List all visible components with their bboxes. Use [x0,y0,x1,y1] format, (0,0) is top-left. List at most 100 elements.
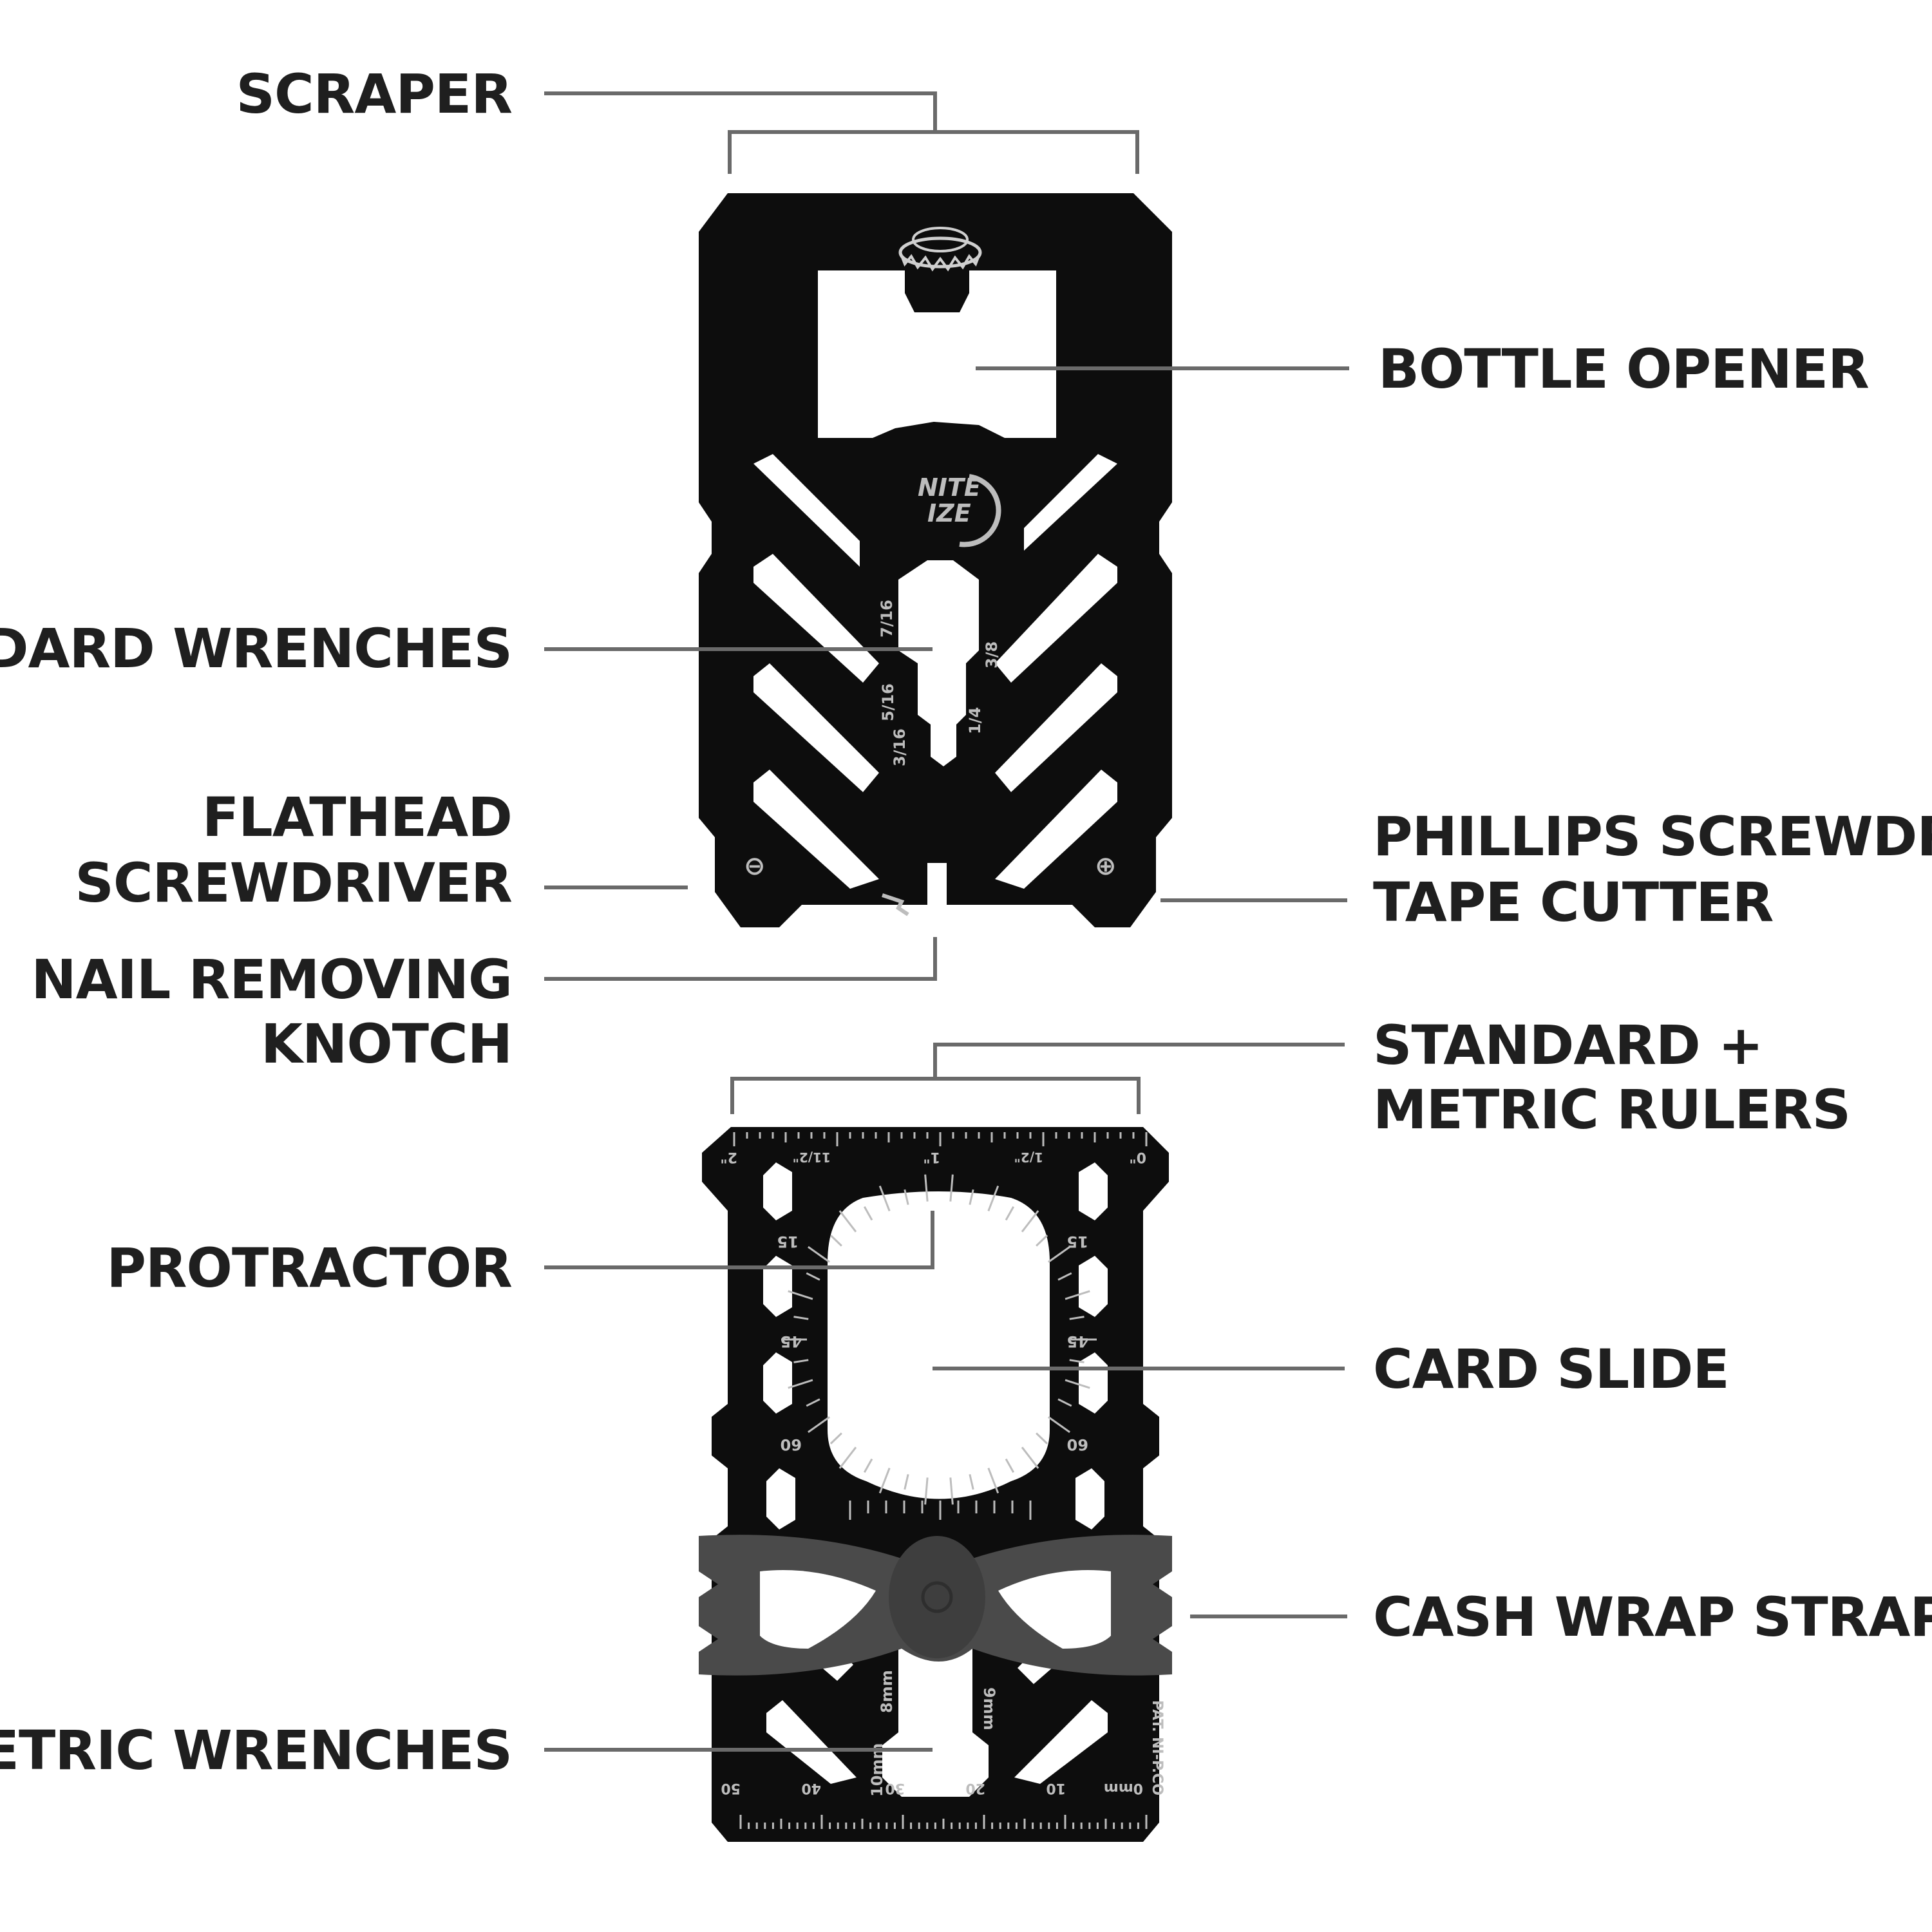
protractor-tick [793,1359,809,1363]
protractor-tick [987,1185,999,1211]
mm-mark-20: 20 [965,1780,985,1796]
protractor-tick [904,1189,909,1206]
protractor-tick [949,1477,954,1505]
protractor-tick [924,1174,929,1202]
wrench-10mm: 10mm [868,1743,886,1797]
card-slide-window [828,1191,1050,1499]
protractor-tick [987,1468,999,1494]
protractor-tick [1048,1416,1070,1434]
label-rulers-line-2: METRIC RULERS [1373,1078,1850,1141]
patent-mark: PAT. NI-P.CO [1149,1700,1165,1795]
phillips-plus-icon: ⊕ [1095,851,1117,881]
protractor-tick [969,1473,974,1490]
label-card-slide: CARD SLIDE [1373,1338,1729,1401]
protractor-tick [1065,1379,1090,1389]
protractor-tick [1005,1458,1015,1473]
protractor-tick [878,1468,891,1494]
protractor-tick [1069,1359,1084,1363]
protractor-tick [1036,1432,1048,1444]
callout-labels: SCRAPER BOTTLE OPENER STANDARD WRENCHES … [0,62,1932,1782]
top-inch-ruler [733,1132,1148,1146]
leader-protractor [544,1211,934,1269]
inch-mark-0: 0" [1129,1149,1146,1165]
leader-scraper [544,91,1139,174]
protractor-tick [924,1477,929,1505]
label-metric-wrenches: METRIC WRENCHES [0,1719,512,1782]
mm-mark-0: 0mm [1104,1780,1143,1796]
protractor-tick [1021,1446,1039,1469]
bottom-metric-ruler [739,1815,1148,1829]
mm-mark-50: 50 [721,1780,741,1796]
angle-60-right: 60 [1067,1435,1088,1454]
inch-mark-half: 1/2" [1014,1150,1043,1165]
protractor-tick [806,1272,820,1281]
protractor-tick [1069,1316,1084,1320]
label-standard-wrenches: STANDARD WRENCHES [0,617,512,680]
mm-mark-10: 10 [1046,1780,1066,1796]
leader-nail [544,937,937,981]
protractor-tick [949,1174,954,1202]
leader-rulers [730,1043,1345,1114]
label-scraper: SCRAPER [236,62,512,126]
nail-icon [882,893,909,916]
standard-wrench-cutout [898,560,979,766]
top-multitool: NITE IZE 7/16 3/8 5/16 1/4 3/16 ⊖ ⊕ [699,193,1172,927]
mm-mark-30: 30 [885,1780,905,1796]
protractor-tick [788,1290,813,1300]
label-flathead-line-2: SCREWDRIVER [75,851,512,914]
label-nail-line-2: KNOTCH [261,1012,512,1075]
metric-wrench-cutout [882,1649,989,1797]
protractor-tick [829,1432,842,1444]
protractor-tick [808,1245,830,1263]
angle-15-left: 15 [777,1233,799,1251]
protractor-tick [1057,1272,1072,1281]
protractor-tick [838,1210,857,1233]
bottom-multitool: 2" 11/2" 1" 1/2" 0" 15 15 45 45 60 60 50… [699,1127,1172,1842]
metric-ruler-labels: 50 40 30 20 10 0mm [721,1780,1143,1796]
size-1-4: 1/4 [966,707,984,734]
inch-mark-1-5: 11/2" [793,1150,831,1165]
standard-wrench-sizes: 7/16 3/8 5/16 1/4 3/16 [878,600,1001,766]
wrench-8mm: 8mm [878,1670,896,1713]
angle-45-right: 45 [1067,1332,1088,1350]
protractor-tick [878,1185,891,1211]
angle-60-left: 60 [781,1435,802,1454]
size-3-8: 3/8 [983,641,1001,668]
top-right-slots [995,454,1117,889]
size-7-16: 7/16 [878,600,896,638]
protractor-tick [969,1189,974,1206]
protractor-labels: 15 15 45 45 60 60 [777,1233,1088,1454]
bottle-opener-window [818,270,1056,438]
protractor-tick [1065,1290,1090,1300]
bottle-cap-icon [898,227,982,272]
label-flathead-line-1: FLATHEAD [202,786,512,849]
protractor-tick [863,1458,873,1473]
protractor-tick [838,1446,857,1469]
nite-ize-logo: NITE IZE [918,473,1001,547]
logo-line-2: IZE [927,499,971,527]
size-5-16: 5/16 [879,683,897,721]
inch-mark-2: 2" [720,1149,737,1165]
wrench-9mm: 9mm [980,1687,998,1730]
label-phillips-line-2: TAPE CUTTER [1373,871,1773,934]
protractor-tick [806,1398,820,1407]
protractor-tick [788,1379,813,1389]
size-3-16: 3/16 [891,728,909,766]
protractor-tick [863,1206,873,1221]
label-nail-line-1: NAIL REMOVING [31,948,512,1011]
label-bottle-opener: BOTTLE OPENER [1378,337,1869,401]
protractor-tick [1048,1245,1070,1263]
protractor-tick [1057,1398,1072,1407]
label-rulers-line-1: STANDARD + [1373,1014,1763,1077]
inch-mark-1: 1" [923,1149,940,1165]
protractor-tick [808,1416,830,1434]
protractor-tick [1021,1210,1039,1233]
protractor-tick [829,1235,842,1247]
mm-mark-40: 40 [801,1780,821,1796]
label-cash-wrap: CASH WRAP STRAP [1373,1586,1932,1649]
protractor-tick [1005,1206,1015,1221]
angle-45-left: 45 [781,1332,802,1350]
angle-15-right: 15 [1067,1233,1088,1251]
protractor-tick [793,1316,809,1320]
